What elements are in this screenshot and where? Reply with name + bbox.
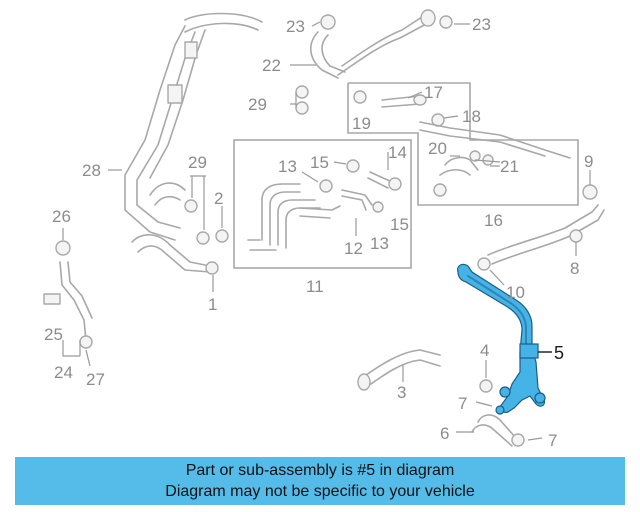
label-23b: 23 <box>472 15 491 34</box>
group-16-parts <box>353 90 571 197</box>
part-8-hose <box>487 170 605 265</box>
label-17: 17 <box>424 83 443 102</box>
label-9: 9 <box>584 152 593 171</box>
label-22: 22 <box>262 56 281 75</box>
part-1-hose <box>131 234 219 292</box>
label-21: 21 <box>500 157 519 176</box>
leader-17 <box>407 91 423 99</box>
label-20: 20 <box>428 139 447 158</box>
label-26: 26 <box>52 207 71 226</box>
label-10: 10 <box>506 283 525 302</box>
part-6-hose <box>456 401 543 447</box>
label-1: 1 <box>208 295 217 314</box>
label-28: 28 <box>82 161 101 180</box>
part-29-clamps-upper <box>290 85 309 115</box>
label-2: 2 <box>214 189 223 208</box>
part-4-clamp <box>479 379 493 393</box>
leader-13a <box>301 171 319 183</box>
label-25: 25 <box>44 325 63 344</box>
part-22-hose <box>310 9 453 79</box>
label-23a: 23 <box>286 17 305 36</box>
label-15a: 15 <box>310 153 329 172</box>
part-24-assembly <box>43 228 93 367</box>
part-5-highlighted <box>457 263 546 415</box>
group-box-11 <box>233 139 412 269</box>
label-4: 4 <box>480 341 489 360</box>
leader-18 <box>443 115 459 119</box>
label-18: 18 <box>462 107 481 126</box>
label-6: 6 <box>440 424 449 443</box>
part-3-hose <box>357 349 441 391</box>
label-24: 24 <box>54 363 73 382</box>
part-info-banner: Part or sub-assembly is #5 in diagram Di… <box>15 457 625 505</box>
label-13a: 13 <box>278 157 297 176</box>
label-3: 3 <box>397 383 406 402</box>
label-11: 11 <box>306 277 324 296</box>
leader-21 <box>474 159 501 167</box>
group-box-16 <box>347 82 579 206</box>
leader-10 <box>489 269 505 286</box>
label-7b: 7 <box>548 431 557 450</box>
part-10-clamp <box>477 257 491 271</box>
banner-line-2: Diagram may not be specific to your vehi… <box>165 483 475 500</box>
label-27: 27 <box>86 370 105 389</box>
label-8: 8 <box>570 259 579 278</box>
leader-15a <box>333 161 347 165</box>
label-13b: 13 <box>370 234 389 253</box>
label-16: 16 <box>484 211 503 230</box>
label-5: 5 <box>554 343 564 363</box>
label-15b: 15 <box>390 215 409 234</box>
label-29a: 29 <box>248 95 267 114</box>
part-29-clamps-lower <box>184 175 229 245</box>
group-11-parts <box>247 159 402 251</box>
label-14: 14 <box>388 143 407 162</box>
label-29b: 29 <box>188 153 207 172</box>
banner-line-1: Part or sub-assembly is #5 in diagram <box>185 462 455 479</box>
label-12: 12 <box>344 239 363 258</box>
label-7a: 7 <box>458 394 467 413</box>
leader-23a <box>311 21 321 27</box>
label-19: 19 <box>352 114 371 133</box>
part-28-tube-assembly <box>124 12 263 241</box>
